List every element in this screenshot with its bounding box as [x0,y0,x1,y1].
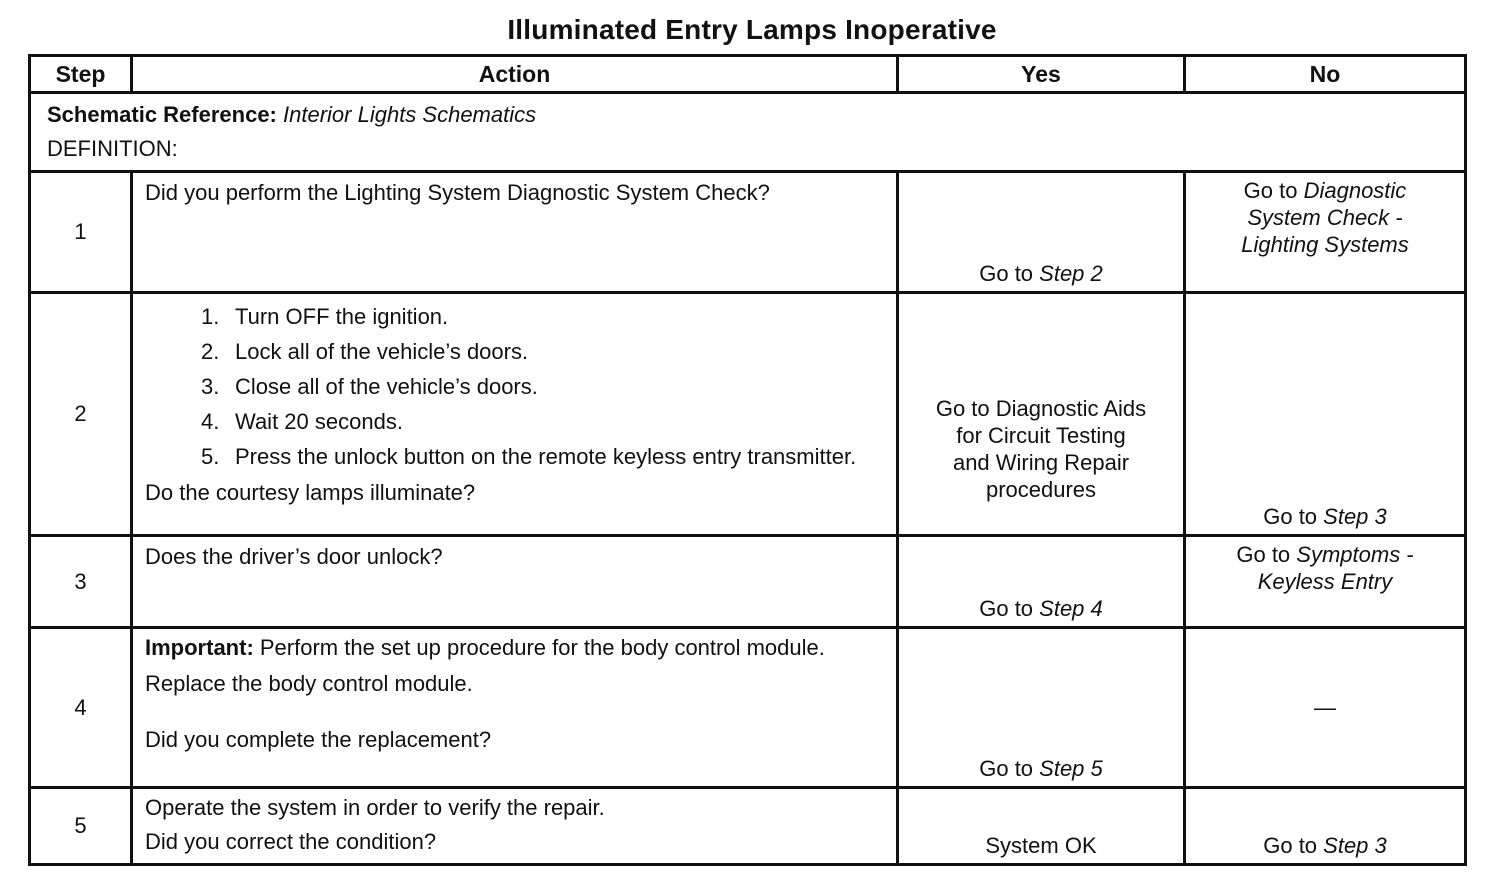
important-label: Important: [145,635,254,660]
no-step-link[interactable]: Step 3 [1323,833,1387,858]
header-no: No [1183,54,1467,94]
no-link-part[interactable]: System Check - [1247,205,1403,230]
no-link-part[interactable]: Diagnostic [1303,178,1407,203]
action-cell: 1.Turn OFF the ignition. 2.Lock all of t… [130,291,899,537]
no-prefix: Go to [1263,833,1324,858]
no-step-link[interactable]: Step 3 [1323,504,1387,529]
no-prefix: Go to [1236,542,1297,567]
schematic-row: Schematic Reference: Interior Lights Sch… [28,91,1467,173]
action-cell: Does the driver’s door unlock? [130,534,899,629]
important-text: Perform the set up procedure for the bod… [253,635,825,660]
yes-line[interactable]: Go to Diagnostic Aids [935,396,1147,421]
diagnostic-table: Step Action Yes No Schematic Reference: … [28,54,1467,866]
no-cell: Go to Step 3 [1183,786,1467,866]
step-number: 5 [28,786,133,866]
no-cell: Go to Step 3 [1183,291,1467,537]
header-row: Step Action Yes No [28,54,1467,94]
header-step: Step [28,54,133,94]
table-row: 4 Important: Perform the set up procedur… [28,626,1467,789]
action-text: Does the driver’s door unlock? [145,544,443,569]
header-action: Action [130,54,899,94]
yes-prefix: Go to [979,596,1040,621]
list-item: 2.Lock all of the vehicle’s doors. [201,339,529,364]
yes-prefix: Go to [979,756,1040,781]
header-yes: Yes [896,54,1186,94]
action-cell: Did you perform the Lighting System Diag… [130,170,899,294]
schematic-label: Schematic Reference: [47,102,277,127]
important-note: Important: Perform the set up procedure … [145,635,884,661]
yes-cell: Go to Diagnostic Aids for Circuit Testin… [896,291,1186,537]
action-cell: Operate the system in order to verify th… [130,786,899,866]
step-number: 4 [28,626,133,789]
yes-step-link[interactable]: Step 5 [1039,756,1103,781]
no-cell: Go to Diagnostic System Check - Lighting… [1183,170,1467,294]
action-question: Did you correct the condition? [145,829,437,854]
step-number: 3 [28,534,133,629]
yes-line: and Wiring Repair [952,450,1130,475]
procedure-list: 1.Turn OFF the ignition. 2.Lock all of t… [145,304,884,470]
yes-line: procedures [985,477,1097,502]
schematic-cell: Schematic Reference: Interior Lights Sch… [28,91,1467,173]
yes-cell: Go to Step 2 [896,170,1186,294]
no-prefix: Go to [1263,504,1324,529]
no-link-part[interactable]: Keyless Entry [1257,569,1393,594]
table-row: 3 Does the driver’s door unlock? Go to S… [28,534,1467,629]
table-row: 5 Operate the system in order to verify … [28,786,1467,866]
yes-cell: System OK [896,786,1186,866]
yes-step-link[interactable]: Step 2 [1039,261,1103,286]
action-text: Did you perform the Lighting System Diag… [145,180,770,205]
schematic-reference: Schematic Reference: Interior Lights Sch… [47,98,1448,132]
list-item: 5.Press the unlock button on the remote … [201,444,857,469]
list-item: 3.Close all of the vehicle’s doors. [201,374,538,399]
step-number: 1 [28,170,133,294]
action-cell: Important: Perform the set up procedure … [130,626,899,789]
list-item: 4.Wait 20 seconds. [201,409,403,434]
no-link-part[interactable]: Lighting Systems [1241,232,1409,257]
definition-label: DEFINITION: [47,136,178,161]
yes-cell: Go to Step 5 [896,626,1186,789]
list-item: 1.Turn OFF the ignition. [201,304,449,329]
action-text: Replace the body control module. [145,671,473,696]
table-row: 1 Did you perform the Lighting System Di… [28,170,1467,294]
action-question: Do the courtesy lamps illuminate? [145,480,476,505]
schematic-link[interactable]: Interior Lights Schematics [283,102,537,127]
action-text: Operate the system in order to verify th… [145,795,605,820]
yes-cell: Go to Step 4 [896,534,1186,629]
no-cell: Go to Symptoms - Keyless Entry [1183,534,1467,629]
no-link-part[interactable]: Symptoms - [1296,542,1414,567]
yes-line: for Circuit Testing [956,423,1126,448]
step-number: 2 [28,291,133,537]
yes-prefix: Go to [979,261,1040,286]
no-prefix: Go to [1243,178,1304,203]
yes-step-link[interactable]: Step 4 [1039,596,1103,621]
action-question: Did you complete the replacement? [145,727,492,752]
no-cell: — [1183,626,1467,789]
page-title: Illuminated Entry Lamps Inoperative [507,14,997,45]
table-row: 2 1.Turn OFF the ignition. 2.Lock all of… [28,291,1467,537]
